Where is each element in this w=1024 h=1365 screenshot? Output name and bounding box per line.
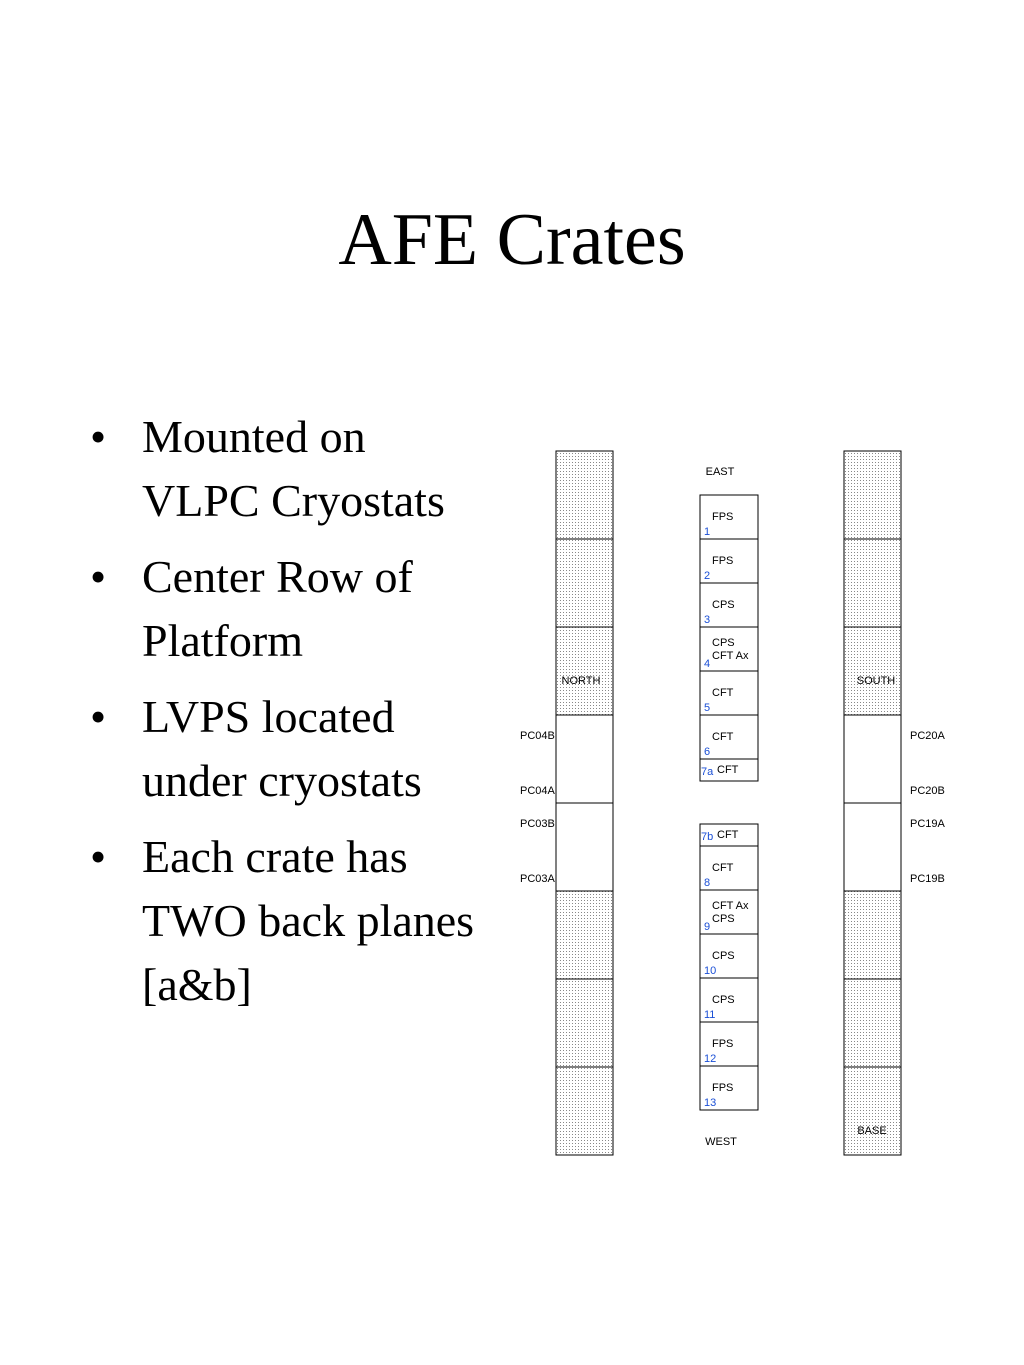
crate-box (699, 626, 759, 672)
crate-label: CFT Ax (712, 650, 749, 662)
west-label: WEST (705, 1136, 737, 1148)
crate-box (699, 1065, 759, 1111)
south-column-segment (843, 890, 902, 980)
bullet-text: LVPS located under cryostats (142, 691, 422, 806)
crate-label: CFT (712, 731, 734, 743)
crate-box (699, 1021, 759, 1067)
bullet-text: Mounted on VLPC Cryostats (142, 411, 445, 526)
crate-box (699, 494, 759, 540)
crate-layout-svg: NORTH SOUTH BASE PC04B PC04A PC03B PC03A PC20A P… (520, 450, 946, 1156)
east-label: EAST (706, 466, 735, 478)
crate-box (699, 977, 759, 1023)
crate-label: CFT (717, 829, 739, 841)
crate-label: CFT (712, 862, 734, 874)
crate-label: CPS (712, 950, 735, 962)
bullet-text: Center Row of Platform (142, 551, 413, 666)
crate-label: CFT (712, 687, 734, 699)
crate-layout-diagram: NORTH SOUTH BASE PC04B PC04A PC03B PC03A PC20A P… (505, 440, 965, 1170)
north-column-segment (555, 714, 614, 804)
bullet-text: Each crate has TWO back planes [a&b] (142, 831, 475, 1010)
bullet-item: • LVPS located under cryostats (90, 685, 480, 813)
south-column-segment (843, 714, 902, 804)
right-plug-label: PC19A (910, 818, 946, 830)
right-plug-label: PC20B (910, 785, 945, 797)
crate-number: 13 (704, 1097, 716, 1109)
crate-number: 6 (704, 746, 710, 758)
crate-label: CPS (712, 913, 735, 925)
crate-number: 12 (704, 1053, 716, 1065)
bullet-dot-icon: • (90, 831, 107, 882)
base-label: BASE (857, 1125, 886, 1137)
crate-box (699, 845, 759, 891)
left-plug-label: PC04B (520, 730, 555, 742)
crate-box (699, 538, 759, 584)
left-plug-label: PC03B (520, 818, 555, 830)
crate-label: CPS (712, 637, 735, 649)
bullet-dot-icon: • (90, 691, 107, 742)
south-column-segment (843, 538, 902, 628)
crate-number: 1 (704, 526, 710, 538)
crate-number: 10 (704, 965, 716, 977)
south-column-segment (843, 802, 902, 892)
crate-box (699, 714, 759, 760)
south-label: SOUTH (857, 675, 896, 687)
slide-title: AFE Crates (338, 199, 686, 281)
left-plug-label: PC03A (520, 873, 556, 885)
right-plug-label: PC19B (910, 873, 945, 885)
bullet-item: • Each crate has TWO back planes [a&b] (90, 825, 480, 1017)
north-column-segment (555, 802, 614, 892)
crate-number: 4 (704, 658, 710, 670)
north-column-segment (555, 626, 614, 716)
crate-box (699, 758, 759, 782)
north-column-segment (555, 890, 614, 980)
north-column-segment (555, 450, 614, 540)
south-column-segment (843, 626, 902, 716)
crate-number: 8 (704, 877, 710, 889)
north-column-segment (555, 538, 614, 628)
crate-label: FPS (712, 1038, 733, 1050)
crate-number: 7a (701, 766, 714, 778)
north-label: NORTH (562, 675, 601, 687)
bullet-dot-icon: • (90, 551, 107, 602)
crate-number: 9 (704, 921, 710, 933)
crate-box (699, 582, 759, 628)
south-column-segment (843, 450, 902, 540)
bullet-dot-icon: • (90, 411, 107, 462)
crate-label: FPS (712, 555, 733, 567)
crate-label: FPS (712, 511, 733, 523)
crate-number: 5 (704, 702, 710, 714)
crate-number: 3 (704, 614, 710, 626)
south-column-segment (843, 1066, 902, 1156)
bullet-list: • Mounted on VLPC Cryostats • Center Row o… (90, 405, 480, 1029)
right-plug-label: PC20A (910, 730, 946, 742)
left-plug-label: PC04A (520, 785, 556, 797)
bullet-item: • Mounted on VLPC Cryostats (90, 405, 480, 533)
north-column-segment (555, 978, 614, 1068)
crate-box (699, 889, 759, 935)
crate-label: FPS (712, 1082, 733, 1094)
crate-label: CPS (712, 599, 735, 611)
south-column-segment (843, 978, 902, 1068)
crate-number: 2 (704, 570, 710, 582)
crate-number: 7b (701, 831, 713, 843)
crate-label: CFT (717, 764, 739, 776)
crate-number: 11 (704, 1009, 715, 1021)
crate-label: CPS (712, 994, 735, 1006)
bullet-item: • Center Row of Platform (90, 545, 480, 673)
north-column-segment (555, 1066, 614, 1156)
crate-label: CFT Ax (712, 900, 749, 912)
